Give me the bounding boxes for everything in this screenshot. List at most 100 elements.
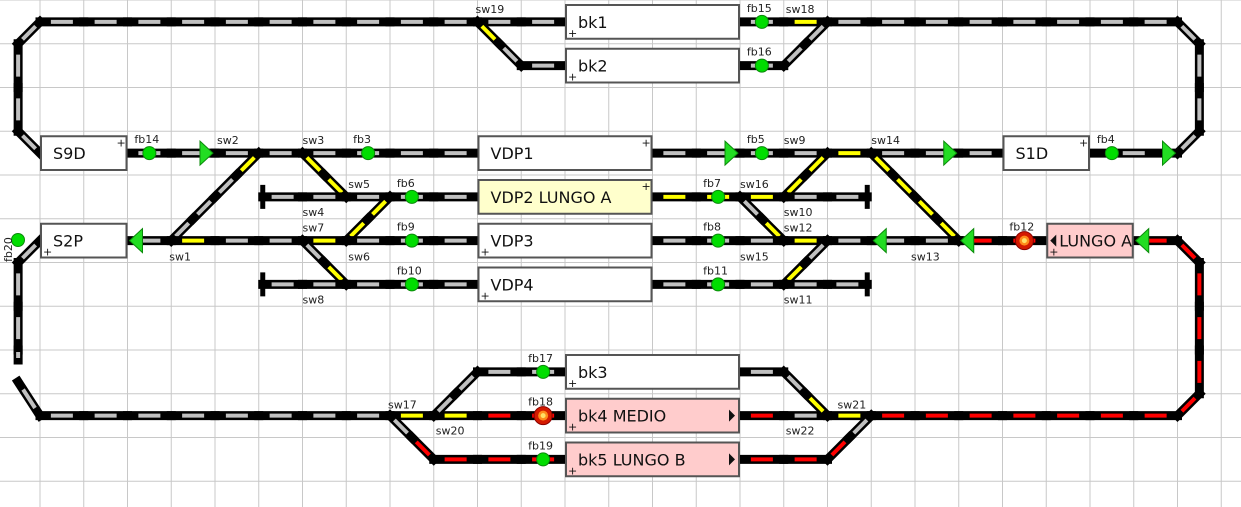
block-bk5[interactable]: bk5 LUNGO B+: [565, 441, 740, 478]
switch-label-sw8[interactable]: sw8: [303, 293, 325, 306]
switch-label-sw10[interactable]: sw10: [784, 206, 813, 219]
sensor-label: fb6: [397, 177, 415, 190]
sensor-fb18[interactable]: [533, 406, 553, 426]
switch-label-sw1[interactable]: sw1: [169, 251, 191, 264]
sensor-fb16[interactable]: [754, 58, 769, 73]
block-plus-icon[interactable]: +: [568, 464, 577, 477]
signal-left-icon[interactable]: [960, 227, 975, 254]
sensor-fb15[interactable]: [754, 14, 769, 29]
track-sw6-diverge[interactable]: [361, 190, 397, 226]
switch-label-sw7[interactable]: sw7: [303, 222, 325, 235]
track-sw21-diverge[interactable]: [821, 431, 856, 466]
block-bk3[interactable]: bk3+: [565, 354, 740, 390]
track-sw19-diverge[interactable]: [471, 15, 506, 51]
switch-label-sw19[interactable]: sw19: [476, 3, 505, 16]
switch-label-sw15[interactable]: sw15: [740, 251, 769, 264]
track-bend[interactable]: [11, 124, 47, 160]
sensor-label: fb8: [703, 221, 721, 234]
track-sw21-diverge[interactable]: [843, 409, 878, 444]
switch-label-sw16[interactable]: sw16: [740, 178, 769, 191]
switch-label-sw3[interactable]: sw3: [303, 134, 325, 147]
sensor-fb14[interactable]: [142, 146, 157, 161]
track-sw2-diverge[interactable]: [230, 146, 266, 182]
switch-label-sw13[interactable]: sw13: [911, 251, 940, 264]
block-plus-icon[interactable]: +: [481, 289, 490, 302]
block-plus-icon[interactable]: +: [481, 246, 490, 259]
track-sw14-diverge[interactable]: [886, 168, 922, 204]
block-plus-icon[interactable]: +: [568, 27, 577, 40]
track-sw22-diverge[interactable]: [777, 365, 812, 401]
signal-left-icon[interactable]: [1135, 227, 1150, 254]
sensor-fb8[interactable]: [711, 233, 726, 248]
track-sw2-diverge[interactable]: [208, 168, 244, 204]
block-label: VDP2 LUNGO A: [491, 188, 612, 207]
track-sw2-diverge[interactable]: [186, 190, 222, 226]
block-plus-icon[interactable]: +: [568, 421, 577, 434]
signal-right-icon[interactable]: [1162, 139, 1177, 167]
block-VDP2[interactable]: VDP2 LUNGO A +: [477, 179, 653, 215]
block-VDP3[interactable]: VDP3+: [477, 222, 653, 259]
block-plus-icon[interactable]: +: [1049, 246, 1058, 259]
sensor-fb9[interactable]: [404, 233, 419, 248]
block-VDP4[interactable]: VDP4+: [477, 266, 653, 303]
block-S2P[interactable]: S2P+: [40, 222, 128, 259]
switch-label-sw6[interactable]: sw6: [348, 251, 370, 264]
track-sw17-diverge[interactable]: [383, 409, 419, 444]
block-plus-icon[interactable]: +: [568, 377, 577, 390]
block-plus-icon[interactable]: +: [642, 180, 651, 193]
block-plus-icon[interactable]: +: [1079, 136, 1088, 149]
block-VDP1[interactable]: VDP1+: [477, 135, 653, 171]
track-sw14-diverge[interactable]: [908, 190, 944, 226]
track-sw14-diverge[interactable]: [864, 146, 900, 182]
signal-right-icon[interactable]: [943, 139, 958, 167]
switch-label-sw12[interactable]: sw12: [784, 222, 813, 235]
block-bk2[interactable]: bk2+: [565, 47, 740, 84]
sensor-fb5[interactable]: [754, 146, 769, 161]
switch-label-sw17[interactable]: sw17: [388, 399, 417, 412]
block-plus-icon[interactable]: +: [117, 136, 126, 149]
track-sw18-diverge[interactable]: [799, 15, 834, 51]
sensor-fb11[interactable]: [711, 277, 726, 292]
track-sw12-diverge[interactable]: [799, 234, 834, 269]
switch-label-sw21[interactable]: sw21: [838, 399, 867, 412]
switch-label-sw22[interactable]: sw22: [786, 425, 815, 438]
switch-label-sw18[interactable]: sw18: [786, 3, 815, 16]
sensor-fb3[interactable]: [361, 146, 376, 161]
switch-label-sw9[interactable]: sw9: [784, 134, 806, 147]
track-sw18-diverge[interactable]: [777, 37, 812, 72]
block-bk4[interactable]: bk4 MEDIO+: [565, 397, 740, 434]
signal-left-icon[interactable]: [128, 227, 143, 254]
sensor-fb20[interactable]: [11, 233, 25, 247]
sensor-fb19[interactable]: [536, 452, 551, 467]
block-bk1[interactable]: bk1+: [565, 4, 740, 40]
track-sw3-diverge[interactable]: [296, 146, 331, 182]
track-sw20-diverge[interactable]: [427, 387, 462, 422]
sensor-fb4[interactable]: [1104, 146, 1119, 161]
block-label: bk1: [578, 13, 608, 32]
sensor-fb7[interactable]: [711, 189, 726, 204]
sensor-fb12[interactable]: [1014, 231, 1034, 251]
switch-label-sw5[interactable]: sw5: [348, 178, 370, 191]
track-sw9-diverge[interactable]: [799, 146, 834, 182]
block-LUNGO[interactable]: LUNGO A+: [1046, 222, 1134, 259]
sensor-fb17[interactable]: [536, 364, 551, 379]
signal-right-icon[interactable]: [724, 139, 739, 167]
block-plus-icon[interactable]: +: [568, 71, 577, 84]
switch-label-sw14[interactable]: sw14: [871, 134, 900, 147]
track-sw22-diverge[interactable]: [799, 387, 834, 422]
block-plus-icon[interactable]: +: [43, 246, 52, 259]
track-bend[interactable]: [11, 375, 47, 422]
block-plus-icon[interactable]: +: [642, 136, 651, 149]
switch-label-sw4[interactable]: sw4: [303, 206, 325, 219]
switch-label-sw11[interactable]: sw11: [784, 293, 813, 306]
track-sw16-diverge[interactable]: [733, 190, 769, 226]
signal-left-icon[interactable]: [872, 227, 887, 254]
block-S1D[interactable]: S1D+: [1002, 135, 1090, 171]
switch-label-sw2[interactable]: sw2: [217, 134, 239, 147]
signal-right-icon[interactable]: [199, 139, 214, 167]
switch-label-sw20[interactable]: sw20: [436, 425, 465, 438]
block-S9D[interactable]: S9D+: [40, 135, 128, 171]
sensor-fb6[interactable]: [404, 189, 419, 204]
sensor-fb10[interactable]: [404, 277, 419, 292]
track-sw7-diverge[interactable]: [296, 234, 331, 269]
